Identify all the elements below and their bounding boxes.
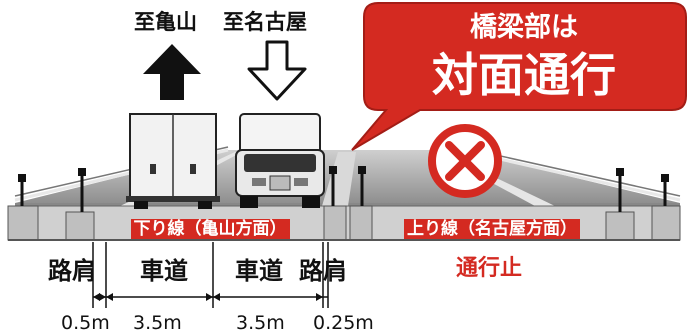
- direction-right-label: 至名古屋: [223, 10, 307, 34]
- shoulder-left-label: 路肩: [48, 257, 96, 285]
- no-entry-icon: [428, 124, 502, 198]
- width-shoulder-right: 0.25m: [313, 312, 374, 334]
- callout-text: 橋梁部は 対面通行: [369, 0, 679, 110]
- up-lane-label: 上り線（名古屋方面）: [378, 217, 606, 241]
- down-lane-label: 下り線（亀山方面）: [96, 217, 324, 241]
- outlined-arrow-down-icon: [247, 40, 307, 101]
- carriageway-right-label: 車道: [235, 257, 283, 285]
- width-carriageway-left: 3.5m: [133, 312, 182, 334]
- callout-line-1: 橋梁部は: [470, 12, 578, 43]
- solid-arrow-up-icon: [143, 44, 201, 100]
- delineator-posts: [20, 170, 667, 212]
- road-surface: [14, 146, 681, 212]
- width-shoulder-left: 0.5m: [61, 312, 110, 334]
- cab-truck: [235, 113, 325, 208]
- carriageway-left-label: 車道: [140, 257, 188, 285]
- dimension-arrowheads: [93, 293, 323, 301]
- box-truck: [126, 113, 220, 209]
- direction-left-label: 至亀山: [134, 10, 197, 34]
- callout-line-2: 対面通行: [432, 48, 616, 102]
- callout-bubble: [351, 2, 687, 151]
- shoulder-right-label: 路肩: [299, 257, 347, 285]
- width-carriageway-right: 3.5m: [236, 312, 285, 334]
- closed-label: 通行止: [456, 256, 523, 281]
